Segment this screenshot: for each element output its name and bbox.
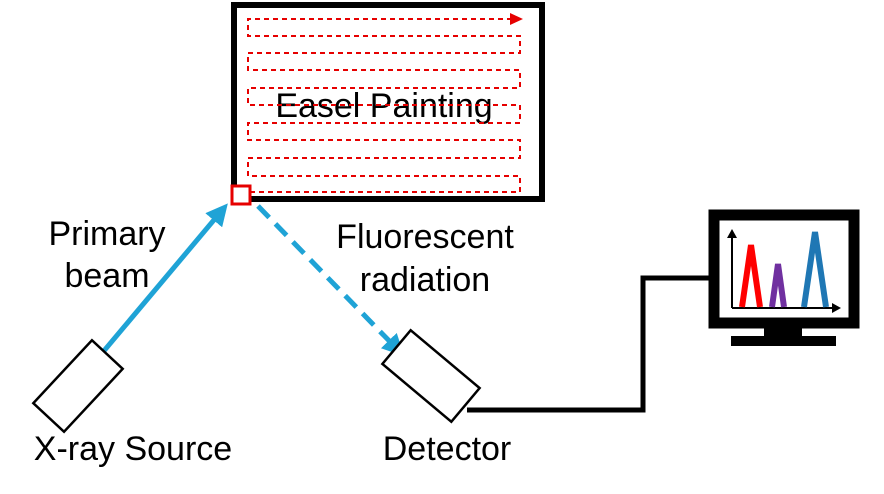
- detector-label: Detector: [383, 430, 512, 468]
- detector-box: [380, 328, 482, 424]
- xray-source-box: [31, 338, 125, 434]
- detector-cable: [467, 275, 712, 413]
- fluorescent-label-line2: radiation: [360, 261, 490, 299]
- scan-path: [247, 13, 523, 193]
- spectrum-peak-red: [739, 244, 763, 308]
- spectrum-peak-purple: [769, 263, 787, 308]
- primary-beam-arrow: [101, 203, 228, 354]
- fluorescent-label-line1: Fluorescent: [336, 218, 514, 256]
- monitor-icon: [708, 209, 860, 346]
- painting-frame: [231, 2, 545, 202]
- primary-beam-label-line1: Primary: [48, 215, 165, 253]
- primary-beam-label-line2: beam: [64, 257, 149, 295]
- spectrum-peak-blue: [801, 231, 829, 308]
- fluorescent-radiation-arrow: [256, 204, 405, 357]
- xray-source-label: X-ray Source: [34, 430, 232, 468]
- painting-label: Easel Painting: [275, 87, 492, 125]
- scan-spot-marker: [230, 184, 252, 206]
